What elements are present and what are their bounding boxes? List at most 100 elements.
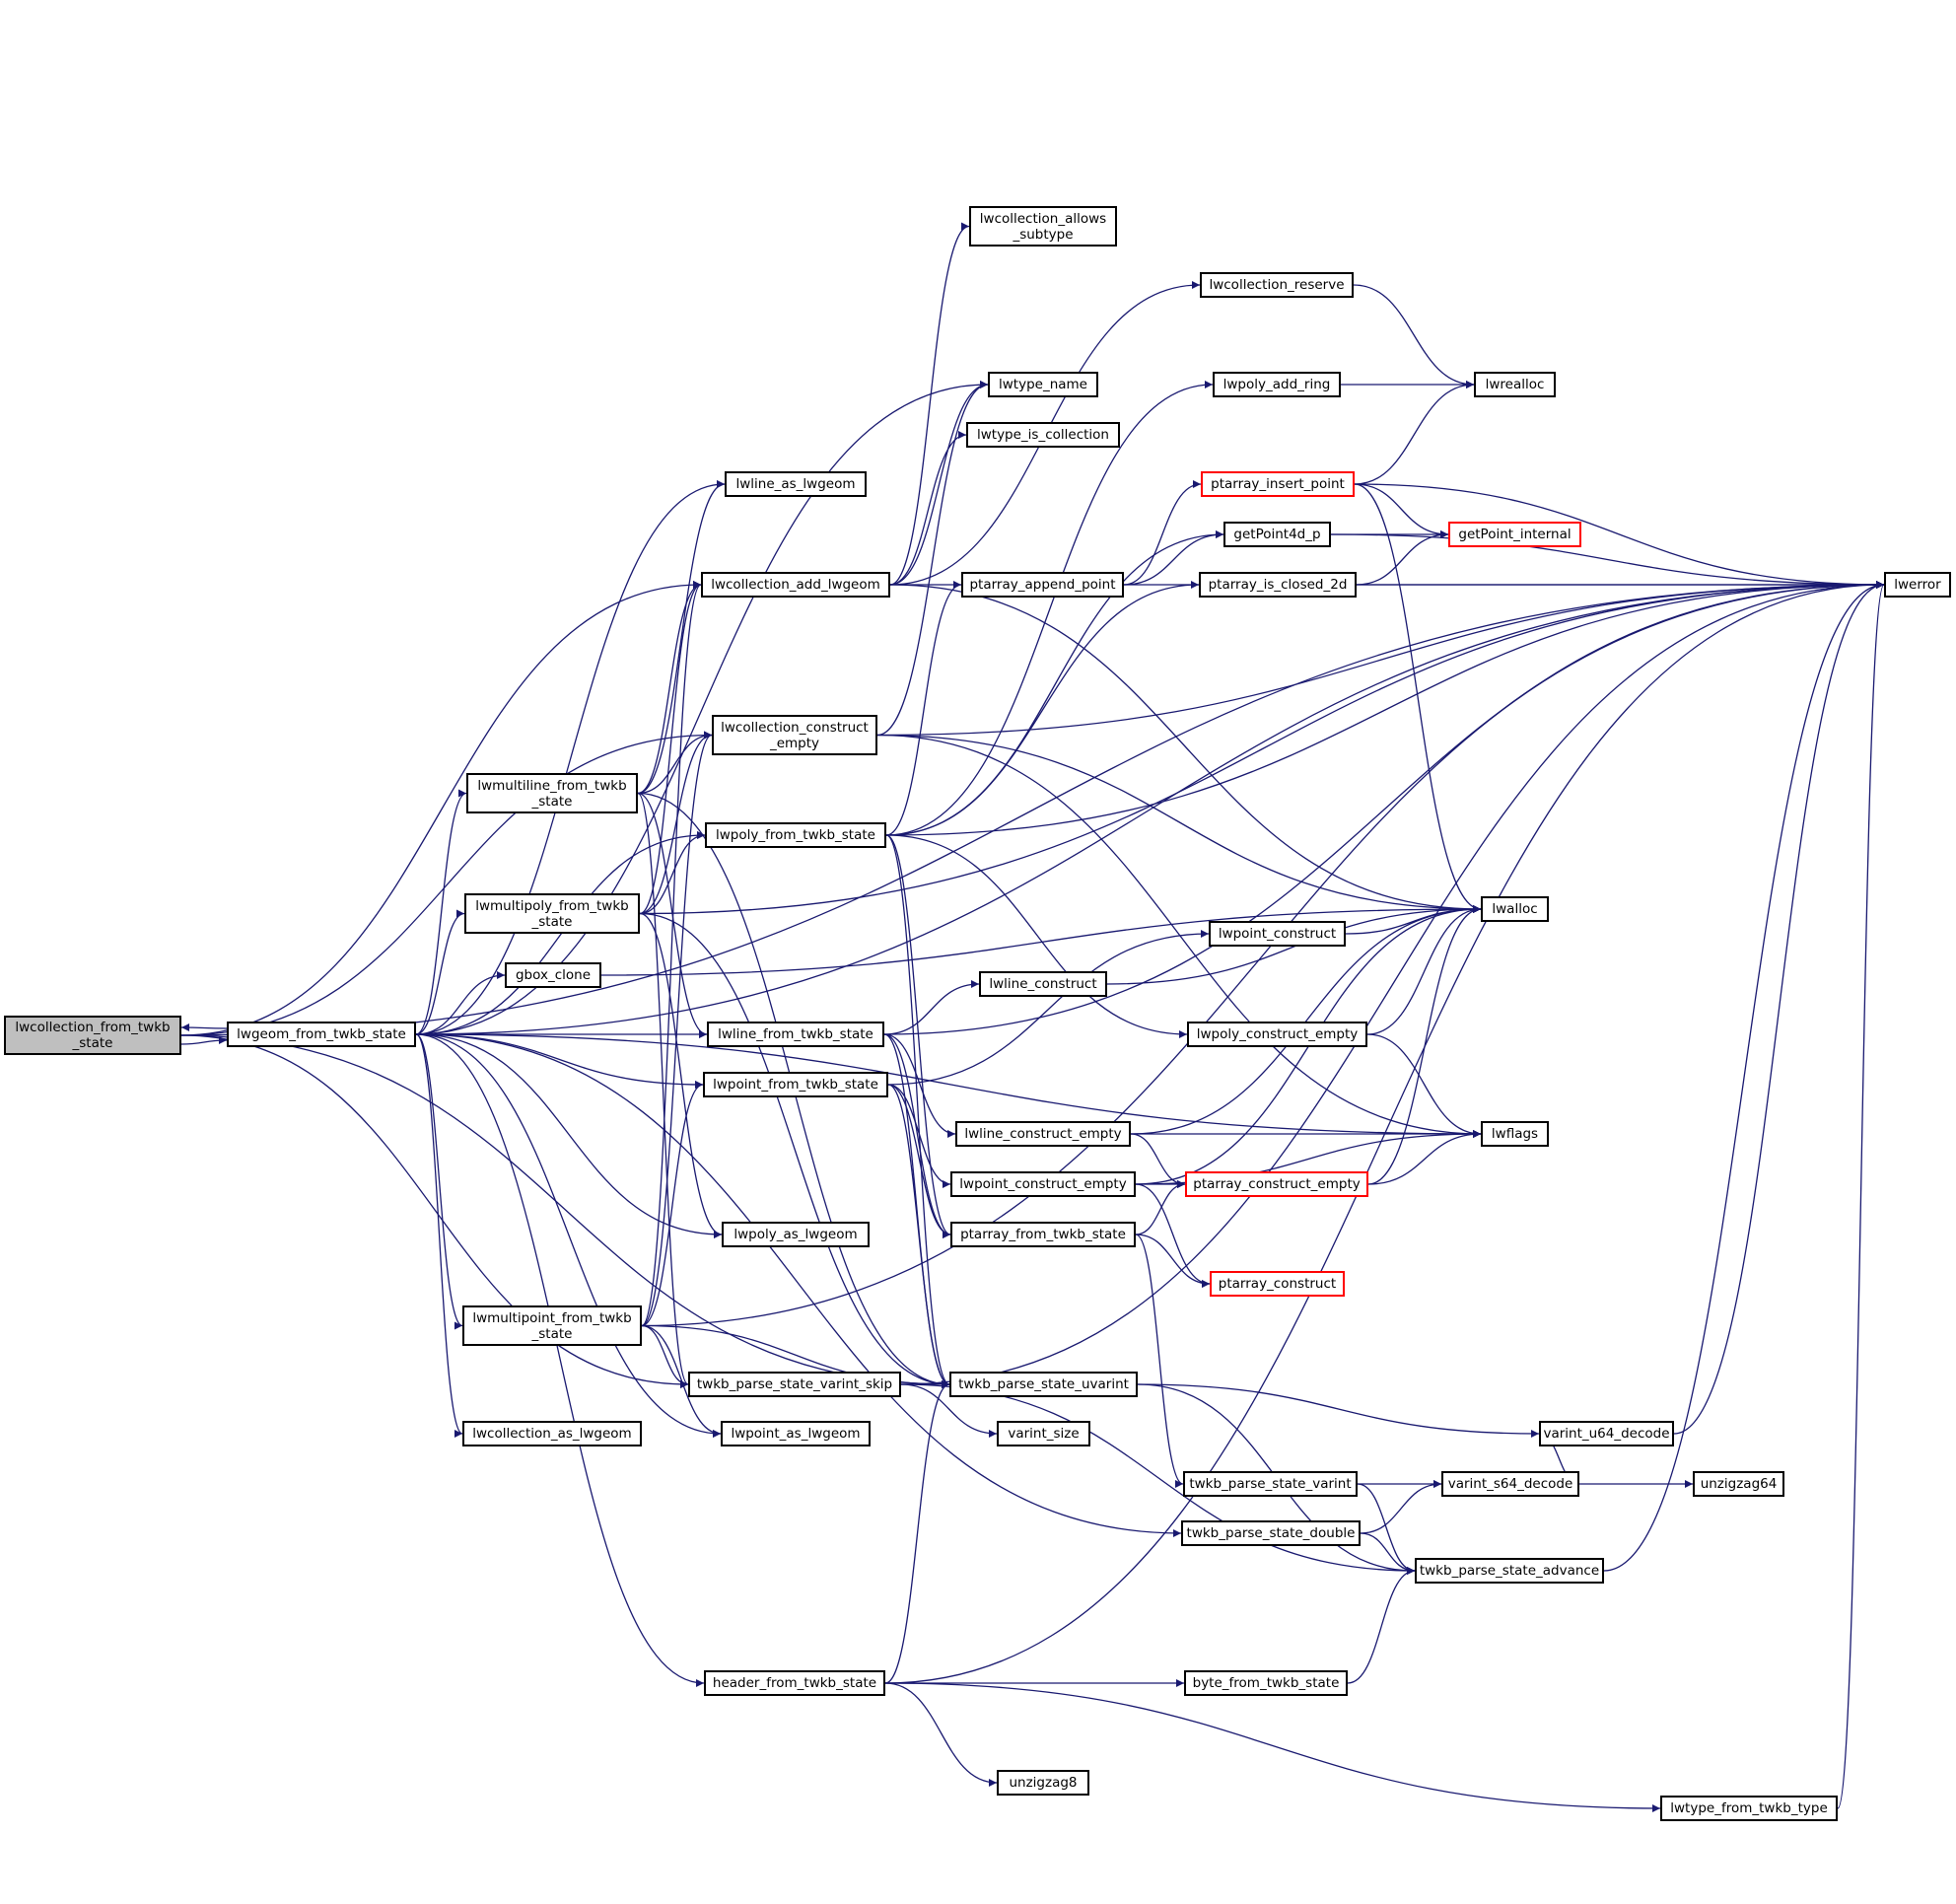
edge-lwmultiline_from_twkb_state-to-lwline_as_lwgeom — [637, 480, 726, 795]
node-varint-size[interactable]: varint_size — [997, 1421, 1090, 1446]
node-lwline-as-lwgeom[interactable]: lwline_as_lwgeom — [725, 471, 867, 497]
node-lwpoly-add-ring[interactable]: lwpoly_add_ring — [1213, 372, 1341, 397]
node-lwcollection-add-lwgeom[interactable]: lwcollection_add_lwgeom — [701, 572, 890, 598]
edge-lwmultipoly_from_twkb_state-to-lwerror — [639, 581, 1885, 915]
edge-lwmultipoint_from_twkb_state-to-lwcollection_add_lwgeom — [641, 581, 702, 1327]
edge-lwgeom_from_twkb_state-to-lwline_as_lwgeom — [415, 480, 726, 1035]
edge-lwgeom_from_twkb_state-to-lwpoint_from_twkb_state — [415, 1033, 704, 1089]
edge-lwmultipoly_from_twkb_state-to-lwcollection_add_lwgeom — [639, 581, 702, 915]
node-lwpoint-construct[interactable]: lwpoint_construct — [1209, 921, 1346, 947]
node-lwpoint-construct-empty[interactable]: lwpoint_construct_empty — [950, 1171, 1136, 1197]
node-ptarray-append-point[interactable]: ptarray_append_point — [961, 572, 1124, 598]
edge-lwcollection_construct_empty-to-lwtype_name — [876, 381, 989, 737]
node-unzigzag8[interactable]: unzigzag8 — [997, 1770, 1089, 1796]
node-lwmultipoint-from-twkb-state[interactable]: lwmultipoint_from_twkb _state — [462, 1305, 642, 1346]
node-twkb-parse-state-double[interactable]: twkb_parse_state_double — [1181, 1520, 1361, 1546]
node-getpoint4d-p[interactable]: getPoint4d_p — [1223, 522, 1331, 547]
edge-lwpoint_construct_empty-to-ptarray_construct — [1135, 1183, 1211, 1288]
node-ptarray-insert-point[interactable]: ptarray_insert_point — [1201, 471, 1355, 497]
node-ptarray-construct-empty[interactable]: ptarray_construct_empty — [1185, 1171, 1368, 1197]
edge-lwcollection_from_twkb_state-to-lwcollection_construct_empty — [180, 731, 713, 1036]
edge-ptarray_append_point-to-getPoint4d_p — [1123, 530, 1224, 586]
edge-lwgeom_from_twkb_state-to-lwtype_name — [415, 381, 989, 1035]
edge-lwgeom_from_twkb_state-to-gbox_clone — [415, 971, 506, 1035]
edge-lwcollection_construct_empty-to-lwflags — [876, 734, 1482, 1138]
node-twkb-parse-state-uvarint[interactable]: twkb_parse_state_uvarint — [949, 1372, 1138, 1397]
node-unzigzag64[interactable]: unzigzag64 — [1693, 1471, 1784, 1497]
edge-lwgeom_from_twkb_state-to-lwpoly_from_twkb_state — [415, 831, 706, 1035]
edge-twkb_parse_state_double-to-varint_s64_decode — [1360, 1480, 1442, 1534]
node-twkb-parse-state-advance[interactable]: twkb_parse_state_advance — [1415, 1558, 1604, 1584]
edge-lwgeom_from_twkb_state-to-twkb_parse_state_double — [415, 1033, 1182, 1537]
node-lwline-from-twkb-state[interactable]: lwline_from_twkb_state — [707, 1022, 884, 1047]
edge-lwpoly_construct_empty-to-lwflags — [1366, 1033, 1482, 1138]
node-gbox-clone[interactable]: gbox_clone — [505, 962, 601, 988]
node-lwgeom-from-twkb-state[interactable]: lwgeom_from_twkb_state — [227, 1022, 416, 1047]
edge-lwgeom_from_twkb_state-to-lwflags — [415, 1033, 1482, 1138]
edge-lwmultipoint_from_twkb_state-to-twkb_parse_state_varint_skip — [641, 1324, 689, 1388]
edge-lwpoly_from_twkb_state-to-lwerror — [885, 581, 1885, 836]
node-lwtype-name[interactable]: lwtype_name — [988, 372, 1098, 397]
edge-lwgeom_from_twkb_state-to-lwpoint_as_lwgeom — [415, 1033, 722, 1438]
node-lwmultipoly-from-twkb-state[interactable]: lwmultipoly_from_twkb _state — [464, 893, 640, 934]
edge-ptarray_is_closed_2d-to-getPoint_internal — [1356, 530, 1449, 586]
node-lwalloc[interactable]: lwalloc — [1481, 896, 1549, 922]
node-getpoint-internal[interactable]: getPoint_internal — [1448, 522, 1581, 547]
node-lwmultiline-from-twkb-state[interactable]: lwmultiline_from_twkb _state — [466, 773, 638, 813]
node-lwpoint-from-twkb-state[interactable]: lwpoint_from_twkb_state — [703, 1072, 888, 1097]
node-varint-u64-decode[interactable]: varint_u64_decode — [1539, 1421, 1674, 1446]
edge-lwpoly_from_twkb_state-to-twkb_parse_state_uvarint — [885, 834, 950, 1388]
node-lwrealloc[interactable]: lwrealloc — [1474, 372, 1556, 397]
node-lwtype-is-collection[interactable]: lwtype_is_collection — [966, 422, 1120, 448]
edge-ptarray_insert_point-to-lwrealloc — [1354, 381, 1475, 485]
node-lwflags[interactable]: lwflags — [1481, 1121, 1549, 1147]
node-ptarray-construct[interactable]: ptarray_construct — [1210, 1271, 1345, 1297]
node-ptarray-is-closed-2d[interactable]: ptarray_is_closed_2d — [1199, 572, 1357, 598]
node-lwtype-from-twkb-type[interactable]: lwtype_from_twkb_type — [1660, 1796, 1838, 1821]
edge-lwmultipoint_from_twkb_state-to-lwerror — [641, 581, 1885, 1327]
edge-ptarray_insert_point-to-getPoint_internal — [1354, 483, 1449, 538]
node-twkb-parse-state-varint-skip[interactable]: twkb_parse_state_varint_skip — [688, 1372, 901, 1397]
edge-lwgeom_from_twkb_state-to-lwmultiline_from_twkb_state — [415, 789, 467, 1035]
edge-lwcollection_reserve-to-lwrealloc — [1353, 284, 1475, 388]
node-lwpoly-construct-empty[interactable]: lwpoly_construct_empty — [1187, 1022, 1367, 1047]
edge-lwcollection_add_lwgeom-to-lwcollection_allows_subtype — [889, 222, 970, 586]
edge-header_from_twkb_state-to-lwtype_from_twkb_type — [884, 1682, 1661, 1812]
node-lwcollection-allows-subtype[interactable]: lwcollection_allows _subtype — [969, 206, 1117, 247]
edge-lwpoint_from_twkb_state-to-lwpoint_construct_empty — [887, 1084, 951, 1188]
node-lwpoly-from-twkb-state[interactable]: lwpoly_from_twkb_state — [705, 822, 886, 848]
node-lwcollection-as-lwgeom[interactable]: lwcollection_as_lwgeom — [462, 1421, 642, 1446]
edge-lwline_from_twkb_state-to-lwline_construct_empty — [883, 1033, 956, 1138]
edge-lwpoly_construct_empty-to-lwalloc — [1366, 905, 1482, 1035]
node-twkb-parse-state-varint[interactable]: twkb_parse_state_varint — [1183, 1471, 1358, 1497]
node-lwpoint-as-lwgeom[interactable]: lwpoint_as_lwgeom — [721, 1421, 871, 1446]
node-lwline-construct[interactable]: lwline_construct — [979, 971, 1107, 997]
node-ptarray-from-twkb-state[interactable]: ptarray_from_twkb_state — [950, 1222, 1136, 1247]
edge-lwmultiline_from_twkb_state-to-lwcollection_construct_empty — [637, 731, 713, 795]
edge-lwmultipoint_from_twkb_state-to-lwpoint_from_twkb_state — [641, 1081, 704, 1327]
edge-lwmultipoly_from_twkb_state-to-lwcollection_construct_empty — [639, 731, 713, 915]
edge-header_from_twkb_state-to-lwerror — [884, 581, 1885, 1684]
edge-lwgeom_from_twkb_state-to-lwerror — [415, 581, 1885, 1035]
edge-ptarray_insert_point-to-lwalloc — [1354, 483, 1482, 913]
edge-lwcollection_from_twkb_state-to-lwerror — [180, 581, 1885, 1036]
node-lwcollection-from-twkb-state: lwcollection_from_twkb _state — [4, 1016, 181, 1055]
node-byte-from-twkb-state[interactable]: byte_from_twkb_state — [1184, 1670, 1348, 1696]
edge-lwcollection_from_twkb_state-to-lwcollection_add_lwgeom — [180, 581, 702, 1036]
node-header-from-twkb-state[interactable]: header_from_twkb_state — [704, 1670, 885, 1696]
edge-lwmultipoint_from_twkb_state-to-lwpoint_as_lwgeom — [641, 1324, 722, 1438]
node-lwcollection-construct-empty[interactable]: lwcollection_construct _empty — [712, 715, 877, 755]
edge-lwgeom_from_twkb_state-to-lwcollection_as_lwgeom — [415, 1033, 463, 1438]
node-lwerror[interactable]: lwerror — [1884, 572, 1951, 598]
edge-lwcollection_add_lwgeom-to-lwtype_name — [889, 381, 989, 586]
node-lwline-construct-empty[interactable]: lwline_construct_empty — [955, 1121, 1131, 1147]
edge-varint_u64_decode-to-lwerror — [1673, 581, 1885, 1435]
node-varint-s64-decode[interactable]: varint_s64_decode — [1441, 1471, 1579, 1497]
edge-lwmultipoly_from_twkb_state-to-twkb_parse_state_uvarint — [639, 912, 950, 1388]
edge-lwgeom_from_twkb_state-to-lwcollection_from_twkb_state — [180, 1023, 228, 1032]
edge-ptarray_insert_point-to-lwerror — [1354, 483, 1885, 589]
node-lwcollection-reserve[interactable]: lwcollection_reserve — [1200, 272, 1354, 298]
edge-lwmultipoly_from_twkb_state-to-lwpoly_as_lwgeom — [639, 912, 723, 1238]
node-lwpoly-as-lwgeom[interactable]: lwpoly_as_lwgeom — [722, 1222, 870, 1247]
